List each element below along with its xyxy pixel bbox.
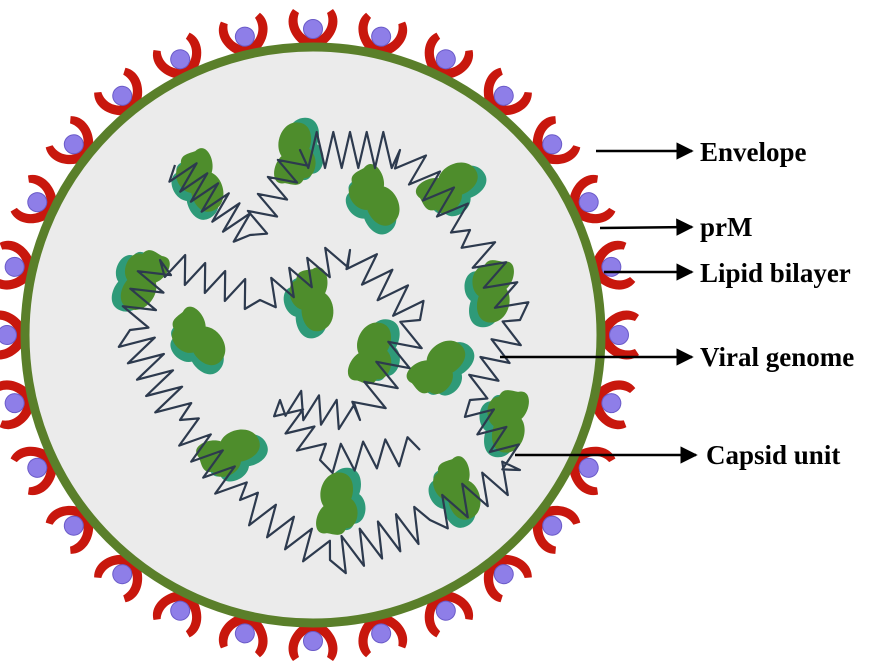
capsid-unit-label: Capsid unit — [706, 440, 840, 470]
prm-protein — [0, 326, 17, 345]
prm-protein — [304, 632, 323, 651]
prm-label: prM — [700, 212, 752, 242]
viral-genome-label: Viral genome — [700, 342, 854, 372]
lipid-bilayer-label: Lipid bilayer — [700, 258, 851, 288]
envelope-label: Envelope — [700, 137, 807, 167]
prm-protein — [610, 326, 629, 345]
prm-protein — [304, 20, 323, 39]
prm-arrow — [600, 227, 692, 228]
